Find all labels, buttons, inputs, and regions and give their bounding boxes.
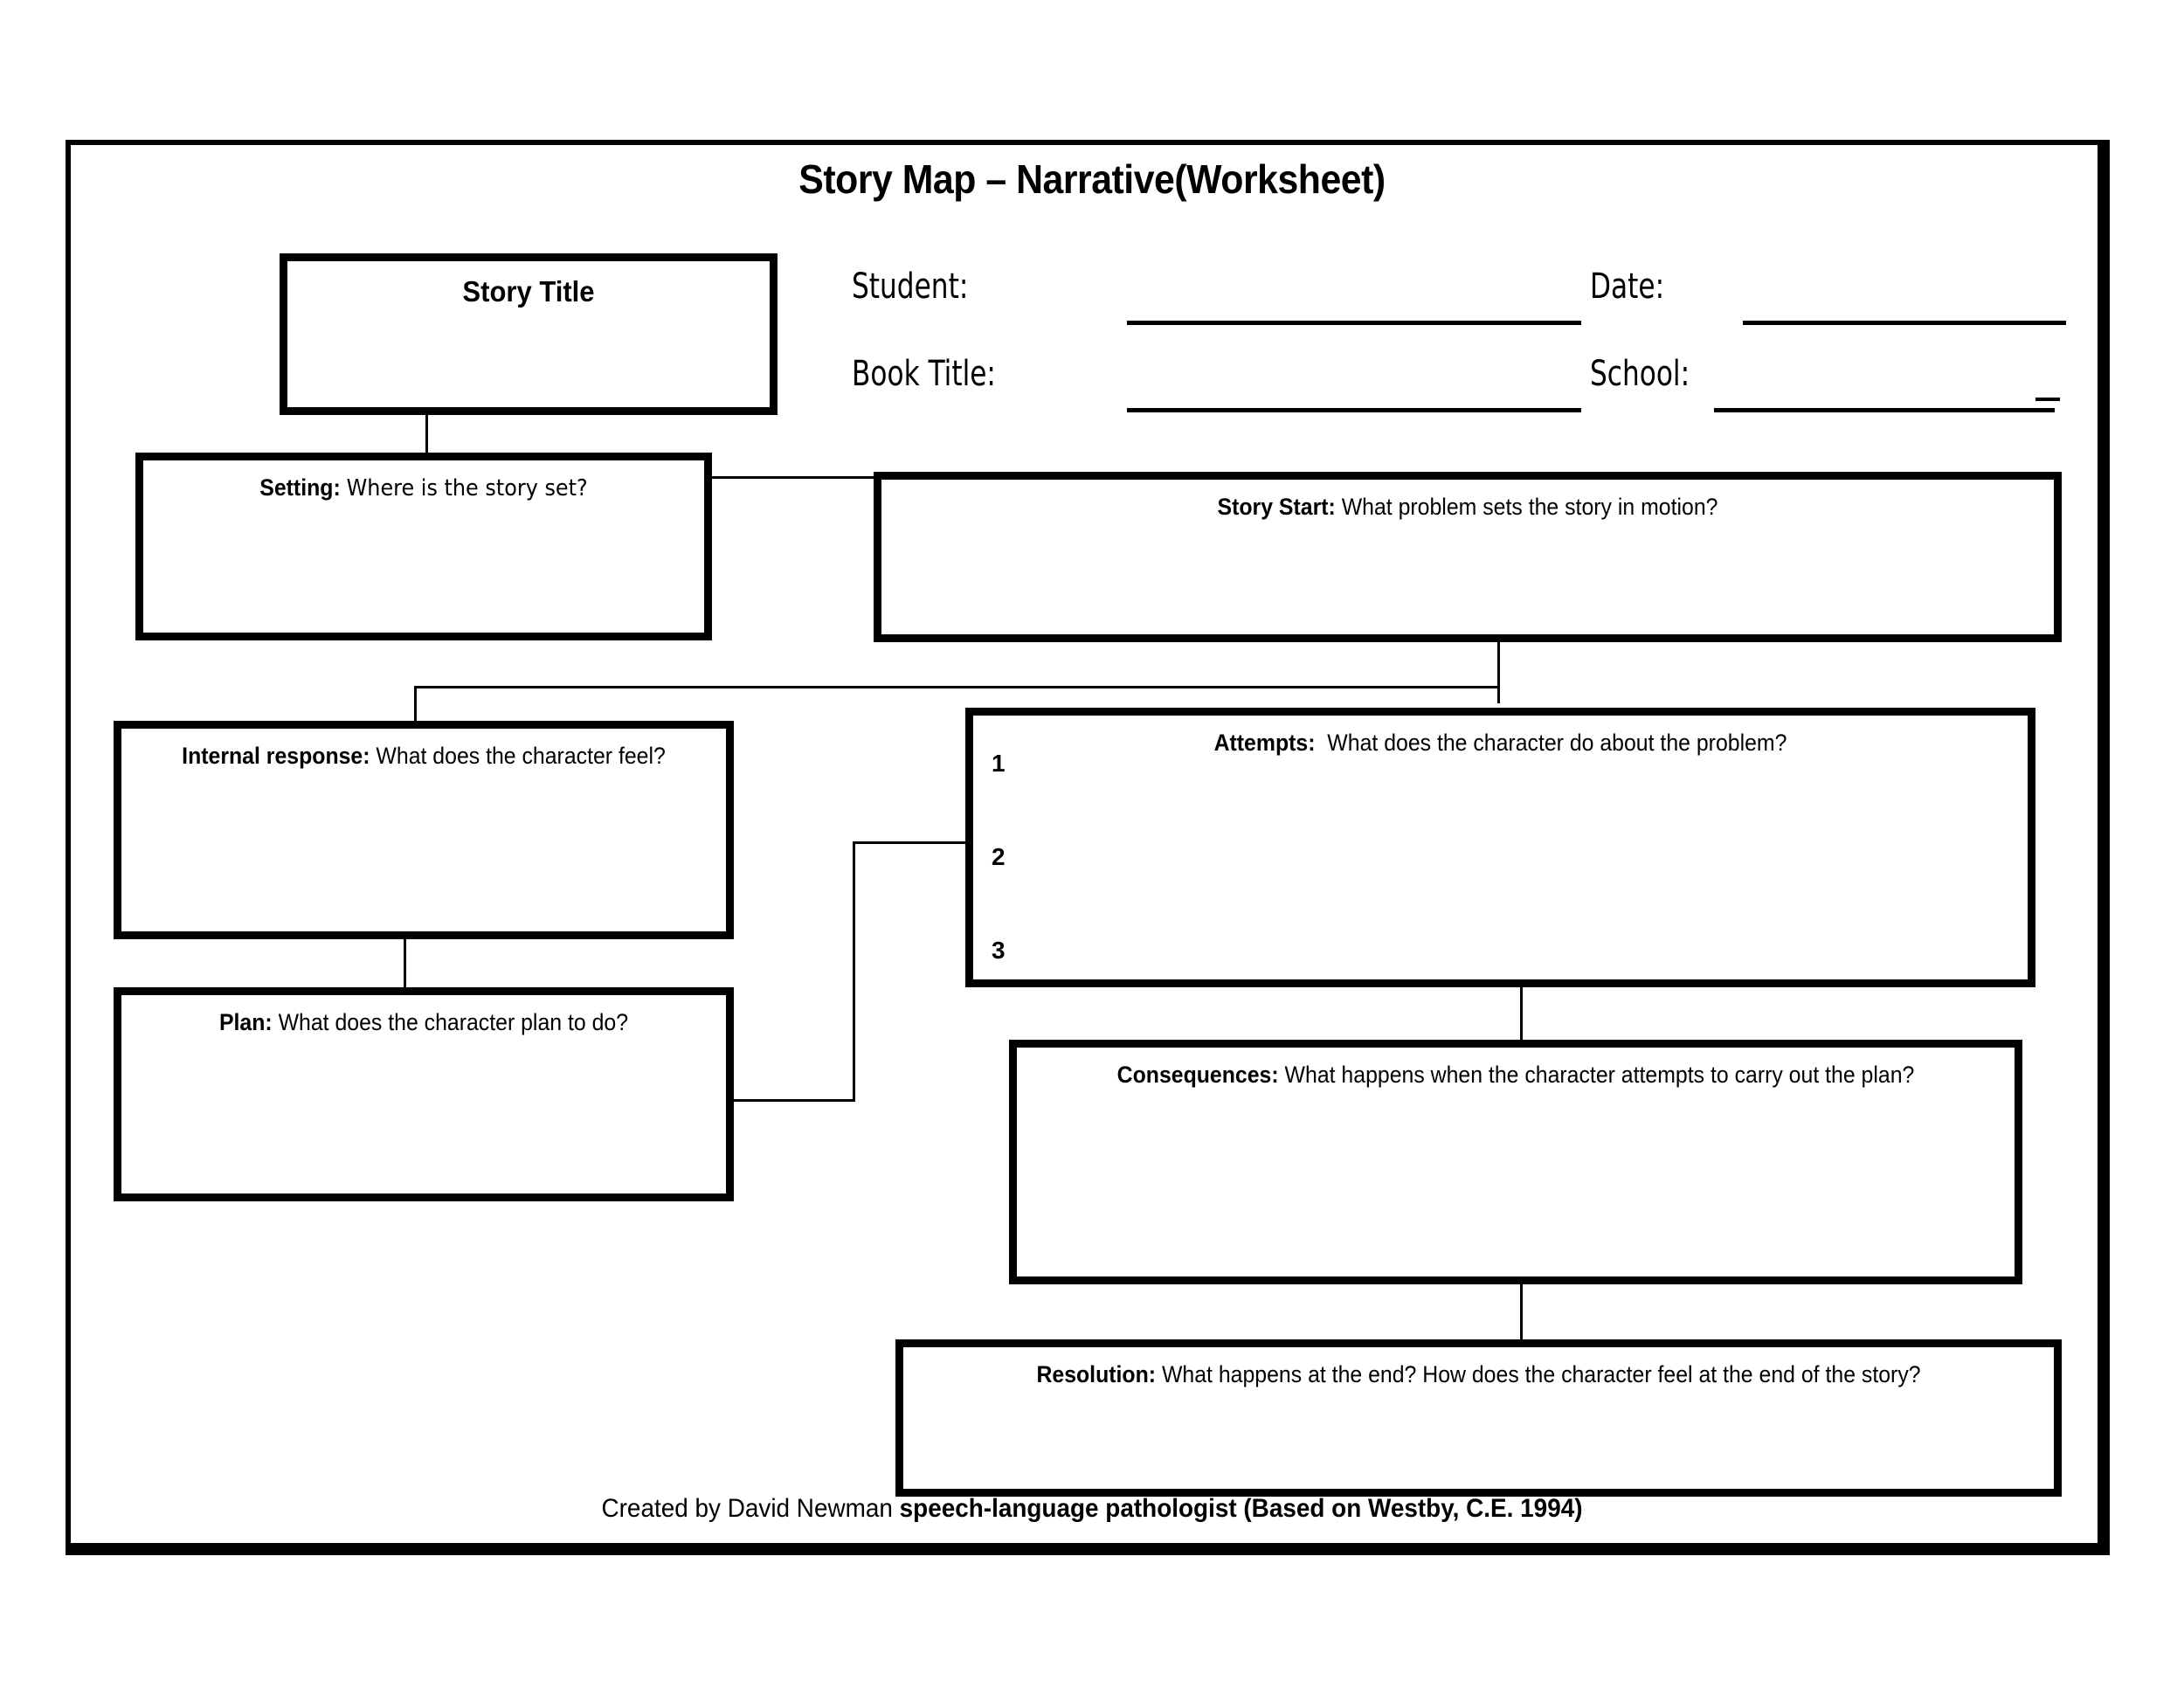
connector-plan-to-attempts: [853, 841, 968, 844]
connector-attempts-to-consequences: [1520, 987, 1523, 1044]
internal-response-heading: Internal response:: [182, 743, 370, 769]
connector-to-internal-response: [414, 686, 417, 723]
setting-heading: Setting:: [259, 474, 341, 501]
setting-box[interactable]: Setting: Where is the story set?: [135, 453, 712, 640]
school-input[interactable]: [1714, 408, 2055, 412]
page-title: Story Map – Narrative(Worksheet): [798, 156, 1386, 202]
plan-prompt: What does the character plan to do?: [278, 1009, 629, 1035]
attempts-prompt: What does the character do about the pro…: [1327, 730, 1787, 756]
resolution-label: Resolution: What happens at the end? How…: [950, 1361, 2008, 1388]
story-start-box[interactable]: Story Start: What problem sets the story…: [874, 472, 2062, 642]
story-start-prompt: What problem sets the story in motion?: [1341, 494, 1718, 520]
story-title-heading: Story Title: [462, 275, 595, 308]
consequences-label: Consequences: What happens when the char…: [1057, 1062, 1975, 1089]
book-title-input[interactable]: [1127, 408, 1581, 412]
student-input[interactable]: [1127, 321, 1581, 325]
school-input-tail: [2035, 398, 2060, 401]
credit-source: speech-language pathologist (Based on We…: [899, 1494, 1583, 1523]
internal-response-label: Internal response: What does the charact…: [146, 743, 702, 770]
attempt-number-2: 2: [992, 843, 1006, 870]
setting-prompt: Where is the story set?: [346, 475, 588, 502]
connector-plan-up: [853, 841, 855, 1102]
resolution-box[interactable]: Resolution: What happens at the end? How…: [895, 1339, 2062, 1497]
connector-storytitle-down: [425, 415, 428, 476]
attempts-label: Attempts: What does the character do abo…: [1015, 730, 1985, 757]
resolution-heading: Resolution:: [1036, 1361, 1157, 1387]
consequences-box[interactable]: Consequences: What happens when the char…: [1009, 1040, 2022, 1284]
plan-box[interactable]: Plan: What does the character plan to do…: [114, 987, 734, 1201]
connector-to-attempts: [1497, 642, 1500, 703]
connector-internal-to-plan: [404, 939, 406, 987]
date-label: Date:: [1590, 266, 1665, 307]
attempt-number-1: 1: [992, 750, 1006, 777]
date-input[interactable]: [1743, 321, 2066, 325]
plan-heading: Plan:: [218, 1009, 273, 1035]
attempts-box[interactable]: Attempts: What does the character do abo…: [965, 708, 2035, 987]
story-title-box[interactable]: Story Title: [280, 253, 778, 415]
internal-response-box[interactable]: Internal response: What does the charact…: [114, 721, 734, 939]
plan-label: Plan: What does the character plan to do…: [146, 1009, 702, 1036]
school-label: School:: [1590, 354, 1690, 394]
consequences-heading: Consequences:: [1116, 1062, 1279, 1088]
story-start-label: Story Start: What problem sets the story…: [929, 494, 2008, 521]
attempt-number-3: 3: [992, 937, 1006, 964]
connector-consequences-to-resolution: [1520, 1284, 1523, 1341]
setting-label: Setting: Where is the story set?: [166, 474, 682, 502]
resolution-prompt: What happens at the end? How does the ch…: [1161, 1361, 1921, 1387]
connector-mid-bus: [414, 686, 1499, 688]
student-label: Student:: [852, 266, 969, 307]
credit-line: Created by David Newman speech-language …: [77, 1494, 2108, 1524]
credit-author: Created by David Newman: [601, 1494, 900, 1523]
attempts-heading: Attempts:: [1213, 730, 1316, 756]
story-start-heading: Story Start:: [1217, 494, 1336, 520]
connector-plan-right: [734, 1099, 853, 1102]
book-title-label: Book Title:: [852, 354, 996, 394]
consequences-prompt: What happens when the character attempts…: [1284, 1062, 1915, 1088]
internal-response-prompt: What does the character feel?: [376, 743, 666, 769]
